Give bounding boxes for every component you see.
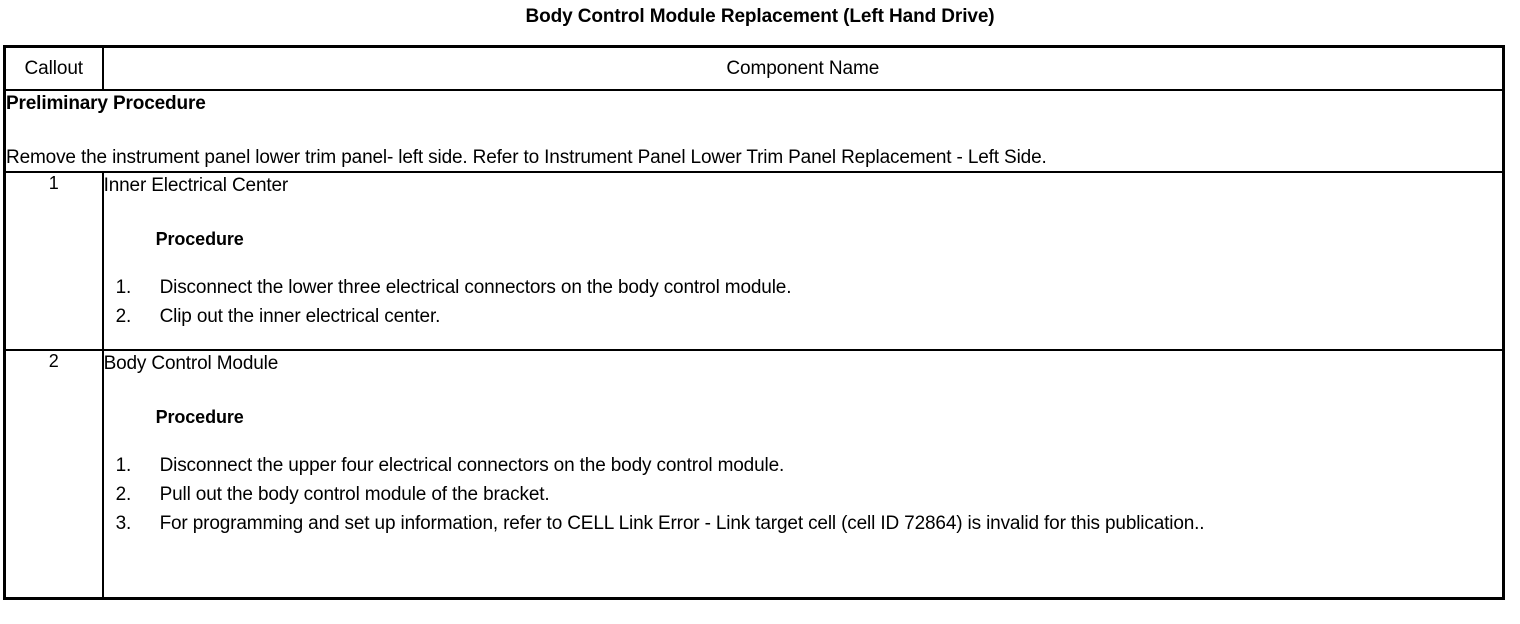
- column-header-callout: Callout: [3, 45, 104, 91]
- list-item: Disconnect the upper four electrical con…: [116, 451, 785, 480]
- component-name-1: Inner Electrical Center: [103, 175, 289, 196]
- column-header-component-name: Component Name: [101, 45, 1505, 91]
- component-cell-1: Inner Electrical Center Procedure Discon…: [101, 171, 1505, 351]
- component-cell-2: Body Control Module Procedure Disconnect…: [101, 349, 1505, 600]
- list-item: For programming and set up information, …: [116, 509, 1205, 538]
- callout-number-1: 1: [3, 171, 104, 351]
- procedure-table: Callout Component Name Preliminary Proce…: [3, 45, 1505, 600]
- preliminary-procedure-text: Remove the instrument panel lower trim p…: [6, 147, 1047, 168]
- list-item: Pull out the body control module of the …: [116, 480, 550, 509]
- callout-number-2: 2: [3, 349, 104, 600]
- table-row: 1 Inner Electrical Center Procedure Disc…: [3, 171, 1505, 351]
- table-row: 2 Body Control Module Procedure Disconne…: [3, 349, 1505, 600]
- preliminary-procedure-heading: Preliminary Procedure: [6, 93, 206, 114]
- procedure-steps-2: Disconnect the upper four electrical con…: [104, 451, 1502, 538]
- list-item: Clip out the inner electrical center.: [116, 302, 441, 331]
- page-title: Body Control Module Replacement (Left Ha…: [525, 6, 995, 27]
- procedure-steps-1: Disconnect the lower three electrical co…: [104, 273, 1502, 331]
- preliminary-procedure-row: Preliminary Procedure Remove the instrum…: [3, 89, 1505, 173]
- list-item: Disconnect the lower three electrical co…: [116, 273, 792, 302]
- component-name-2: Body Control Module: [103, 353, 279, 374]
- preliminary-procedure-cell: Preliminary Procedure Remove the instrum…: [3, 89, 1505, 173]
- table-header-row: Callout Component Name: [3, 45, 1505, 91]
- procedure-label-2: Procedure: [155, 407, 244, 427]
- procedure-table-container: Callout Component Name Preliminary Proce…: [3, 45, 1505, 600]
- procedure-label-1: Procedure: [155, 229, 244, 249]
